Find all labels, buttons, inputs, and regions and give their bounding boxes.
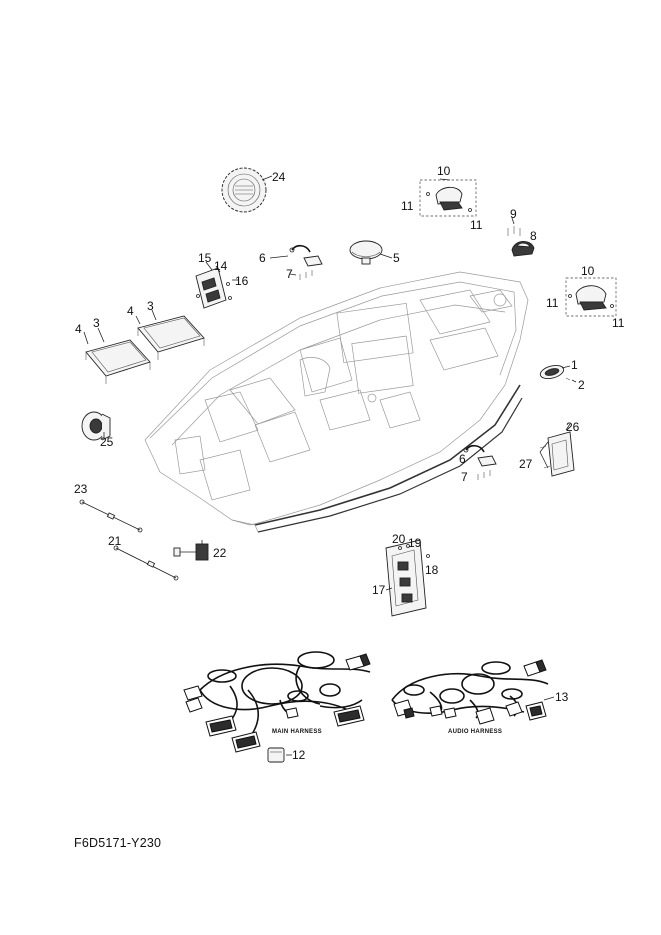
callout-16: 16 (235, 274, 249, 288)
part-3-tray-left (83, 327, 151, 384)
part-21-cable (113, 545, 179, 581)
callout-25: 25 (100, 435, 114, 449)
callout-20: 20 (392, 532, 406, 546)
callout-1: 1 (571, 358, 578, 372)
callout-13: 13 (555, 690, 569, 704)
diagram-code: F6D5171-Y230 (74, 836, 162, 850)
part-6-courtesy-light-lower (463, 444, 497, 480)
callout-3: 3 (93, 316, 100, 330)
callout-15: 15 (198, 251, 212, 265)
callout-labels: 1 2 3 3 4 4 5 6 6 7 7 8 9 10 10 11 11 11… (74, 164, 625, 762)
part-22-socket (173, 540, 209, 561)
part-5-dome-light (349, 240, 393, 265)
callout-10: 10 (437, 164, 451, 178)
part-15-switch-bracket (195, 261, 238, 309)
part-8-cover (507, 217, 535, 257)
callout-11: 11 (470, 218, 483, 232)
part-1-badge (539, 364, 577, 383)
callout-26: 26 (566, 420, 580, 434)
callout-9: 9 (510, 207, 517, 221)
callout-10: 10 (581, 264, 595, 278)
part-24-emblem (221, 167, 273, 213)
callout-24: 24 (272, 170, 286, 184)
part-26-bracket (539, 423, 575, 477)
callout-2: 2 (578, 378, 585, 392)
callout-3: 3 (147, 299, 154, 313)
part-10-light-assembly-right (565, 277, 617, 317)
callout-14: 14 (214, 259, 228, 273)
audio-harness (391, 659, 555, 725)
callout-11: 11 (612, 316, 625, 330)
part-25-speaker (81, 411, 111, 441)
main-harness (183, 651, 371, 763)
callout-12: 12 (292, 748, 306, 762)
callout-11: 11 (546, 296, 559, 310)
callout-7: 7 (461, 470, 468, 484)
callout-27: 27 (519, 457, 533, 471)
callout-4: 4 (127, 304, 134, 318)
audio-harness-label: AUDIO HARNESS (448, 729, 502, 735)
callout-8: 8 (530, 229, 537, 243)
part-17-fuse-panel (385, 539, 430, 617)
callout-6: 6 (259, 251, 266, 265)
main-harness-label: MAIN HARNESS (272, 729, 322, 735)
callout-17: 17 (372, 583, 386, 597)
callout-11: 11 (401, 199, 414, 213)
part-10-light-assembly-upper (419, 178, 477, 217)
part-3-tray-right (135, 309, 205, 360)
callout-19: 19 (408, 536, 422, 550)
callout-5: 5 (393, 251, 400, 265)
callout-7: 7 (286, 267, 293, 281)
callout-6: 6 (459, 452, 466, 466)
callout-4: 4 (75, 322, 82, 336)
part-23-cable (79, 499, 143, 533)
boat-hull-illustration (144, 271, 529, 533)
callout-21: 21 (108, 534, 122, 548)
callout-22: 22 (213, 546, 227, 560)
part-6-courtesy-light-upper (269, 244, 323, 280)
callout-18: 18 (425, 563, 439, 577)
callout-23: 23 (74, 482, 88, 496)
